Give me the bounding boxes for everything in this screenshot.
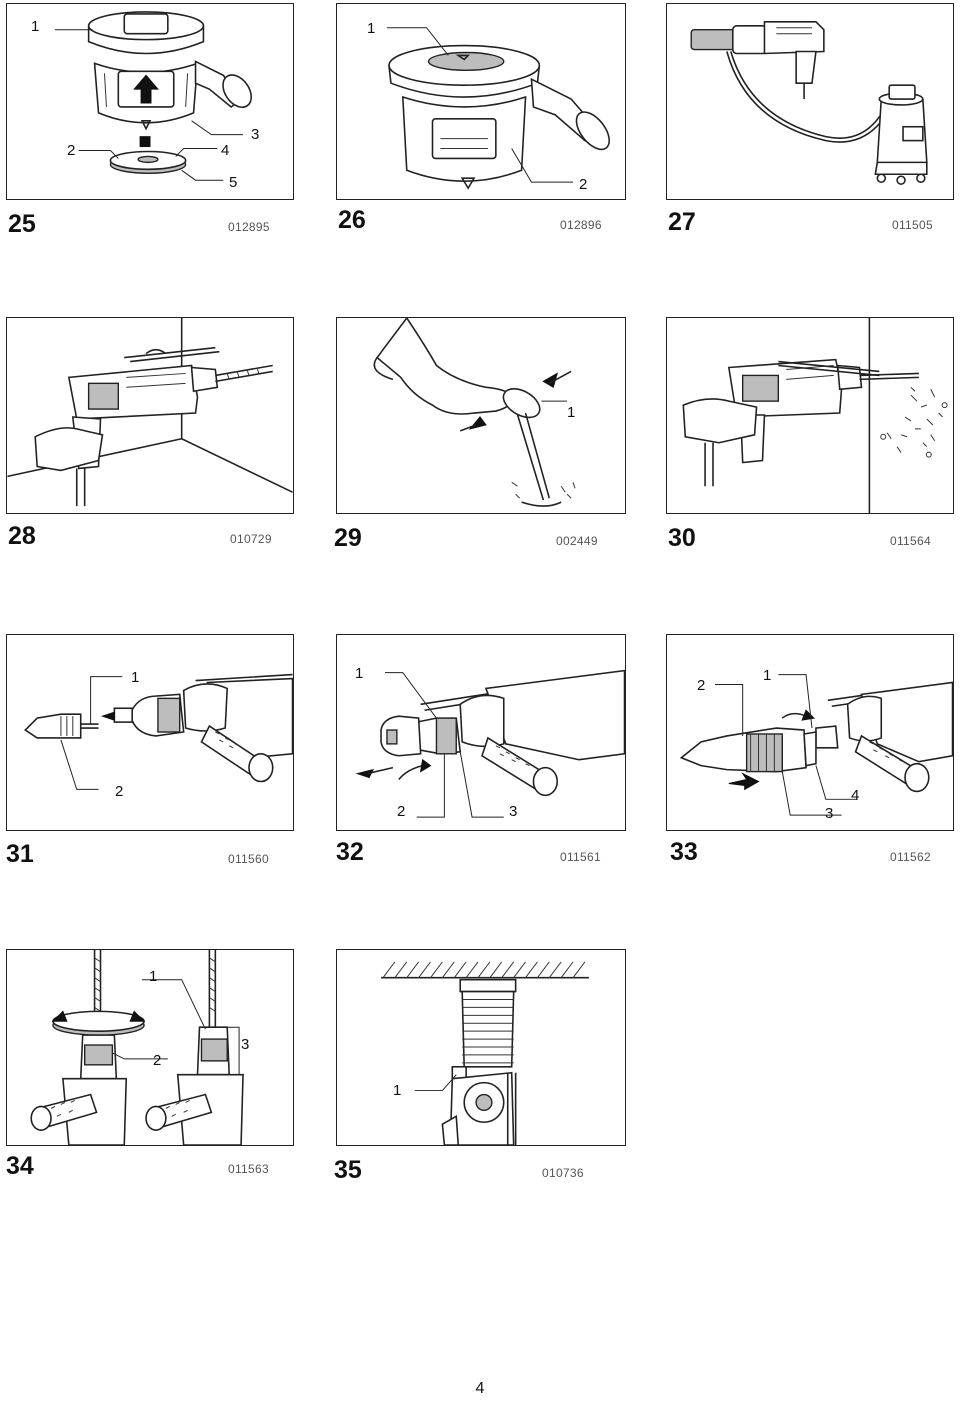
chuck-adapter-installation-drawing xyxy=(24,673,293,790)
figure-33-code: 011562 xyxy=(890,850,931,864)
figure-31-number: 31 xyxy=(6,840,34,868)
figure-25-code: 012895 xyxy=(228,220,270,234)
figure-32-code: 011561 xyxy=(560,850,601,864)
figure-34-code: 011563 xyxy=(228,1162,269,1176)
figure-27-code: 011505 xyxy=(892,218,933,232)
figure-25-number: 25 xyxy=(8,210,36,238)
figure-28-code: 010729 xyxy=(230,532,272,546)
callout-4: 4 xyxy=(221,142,230,159)
figure-30-illustration xyxy=(666,317,954,514)
figure-28-number: 28 xyxy=(8,522,36,550)
callout-3: 3 xyxy=(251,126,260,143)
callout-3: 3 xyxy=(241,1036,250,1053)
callout-2: 2 xyxy=(153,1052,162,1069)
drilling-into-wall-corner-drawing xyxy=(7,318,293,507)
removing-chuck-drawing xyxy=(355,669,625,818)
callout-1: 1 xyxy=(149,968,158,985)
figure-32-number: 32 xyxy=(336,838,364,866)
callout-3: 3 xyxy=(509,803,518,820)
callout-1: 1 xyxy=(567,404,576,421)
callout-2: 2 xyxy=(697,677,706,694)
figure-26-number: 26 xyxy=(338,206,366,234)
figure-34-number: 34 xyxy=(6,1152,34,1180)
figure-30-number: 30 xyxy=(668,524,696,552)
figure-28-illustration xyxy=(6,317,294,514)
callout-2: 2 xyxy=(397,803,406,820)
keyless-chuck-tightening-drawing xyxy=(30,950,244,1145)
figure-26-code: 012896 xyxy=(560,218,602,232)
callout-5: 5 xyxy=(229,174,238,191)
blow-out-bulb-drawing xyxy=(373,318,576,507)
dust-cup-overhead-drilling-drawing xyxy=(381,961,589,1145)
callout-3: 3 xyxy=(825,805,834,822)
figure-33-illustration: 2 1 4 3 xyxy=(666,634,954,831)
page-number: 4 xyxy=(475,1380,485,1397)
figure-33-number: 33 xyxy=(670,838,698,866)
callout-2: 2 xyxy=(115,783,124,800)
figure-35-number: 35 xyxy=(334,1156,362,1184)
figure-29-code: 002449 xyxy=(556,534,598,548)
callout-1: 1 xyxy=(355,665,364,682)
callout-1: 1 xyxy=(393,1082,402,1099)
callout-2: 2 xyxy=(67,142,76,159)
dust-cup-exploded-drawing xyxy=(54,11,253,181)
callout-1: 1 xyxy=(763,667,772,684)
callout-1: 1 xyxy=(131,669,140,686)
figure-35-code: 010736 xyxy=(542,1166,584,1180)
figure-34-illustration: 1 3 2 xyxy=(6,949,294,1146)
figure-29-illustration: 1 xyxy=(336,317,626,514)
figure-31-code: 011560 xyxy=(228,852,269,866)
figure-31-illustration: 1 2 xyxy=(6,634,294,831)
callout-1: 1 xyxy=(31,18,40,35)
dust-cup-assembled-drawing xyxy=(386,27,610,190)
callout-2: 2 xyxy=(579,176,588,193)
figure-30-code: 011564 xyxy=(890,534,931,548)
figure-26-illustration: 1 2 xyxy=(336,3,626,200)
callout-4: 4 xyxy=(851,787,860,804)
figure-32-illustration: 1 2 3 xyxy=(336,634,626,831)
figure-27-number: 27 xyxy=(668,208,696,236)
figure-27-illustration xyxy=(666,3,954,200)
figure-25-illustration: 1 2 3 4 5 xyxy=(6,3,294,200)
installing-keyless-chuck-drawing xyxy=(679,674,953,816)
figure-35-illustration: 1 xyxy=(336,949,626,1146)
chiselling-wall-drawing xyxy=(682,318,948,513)
drill-with-vacuum-cleaner-drawing xyxy=(690,21,928,185)
figure-29-number: 29 xyxy=(334,524,362,552)
callout-1: 1 xyxy=(367,20,376,37)
